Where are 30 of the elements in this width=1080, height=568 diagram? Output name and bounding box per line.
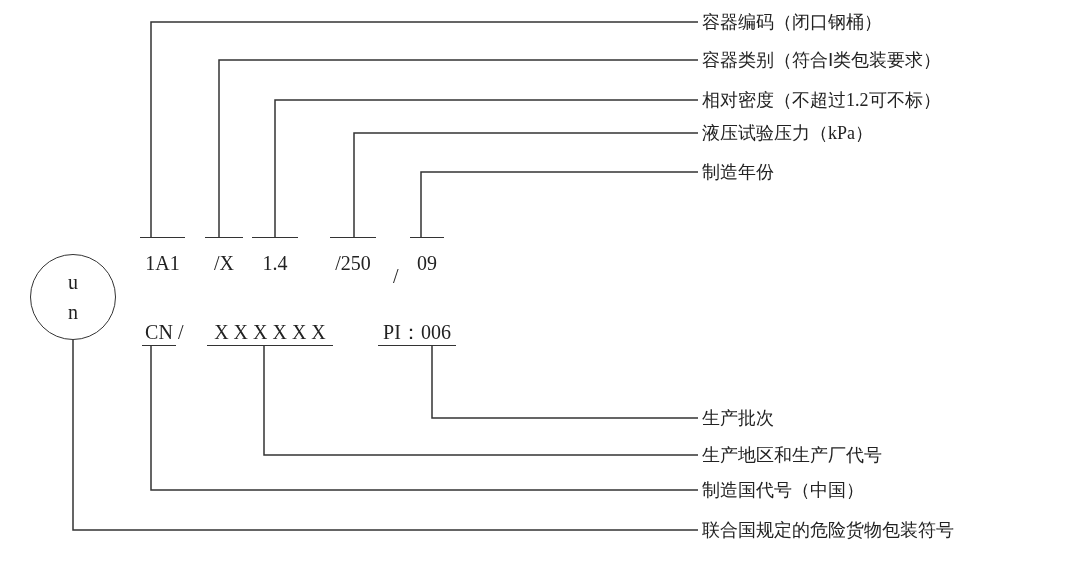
leader-line bbox=[263, 345, 699, 456]
description-text: 联合国规定的危险货物包装符号 bbox=[698, 518, 1038, 542]
code-segment: 09 bbox=[410, 237, 444, 275]
description-text: 生产批次 bbox=[698, 406, 818, 430]
code-segment: 1A1 bbox=[140, 237, 185, 275]
description-text: 容器类别（符合Ⅰ类包装要求） bbox=[698, 48, 1028, 72]
leader-line bbox=[72, 339, 699, 531]
code-segment: /250 bbox=[330, 237, 376, 275]
leader-line bbox=[353, 132, 699, 238]
separator-slash: / bbox=[178, 320, 184, 344]
leader-line bbox=[431, 345, 699, 419]
code-segment: /X bbox=[205, 237, 243, 275]
code-segment: CN bbox=[142, 320, 176, 346]
symbol-letter: n bbox=[68, 300, 78, 325]
leader-line bbox=[218, 59, 699, 238]
leader-line bbox=[274, 99, 699, 238]
description-text: 容器编码（闭口钢桶） bbox=[698, 10, 1018, 34]
symbol-letter: u bbox=[68, 270, 78, 295]
description-text: 相对密度（不超过1.2可不标） bbox=[698, 88, 1008, 112]
code-segment: 1.4 bbox=[252, 237, 298, 275]
description-text: 液压试验压力（kPa） bbox=[698, 121, 928, 145]
code-segment: X X X X X X bbox=[207, 320, 333, 346]
description-text: 制造国代号（中国） bbox=[698, 478, 898, 502]
leader-line bbox=[150, 21, 699, 238]
leader-line bbox=[150, 345, 699, 491]
code-segment: PI：006 bbox=[378, 320, 456, 346]
description-text: 制造年份 bbox=[698, 160, 818, 184]
description-text: 生产地区和生产厂代号 bbox=[698, 443, 948, 467]
leader-line bbox=[420, 171, 699, 238]
separator-slash: / bbox=[393, 264, 399, 288]
